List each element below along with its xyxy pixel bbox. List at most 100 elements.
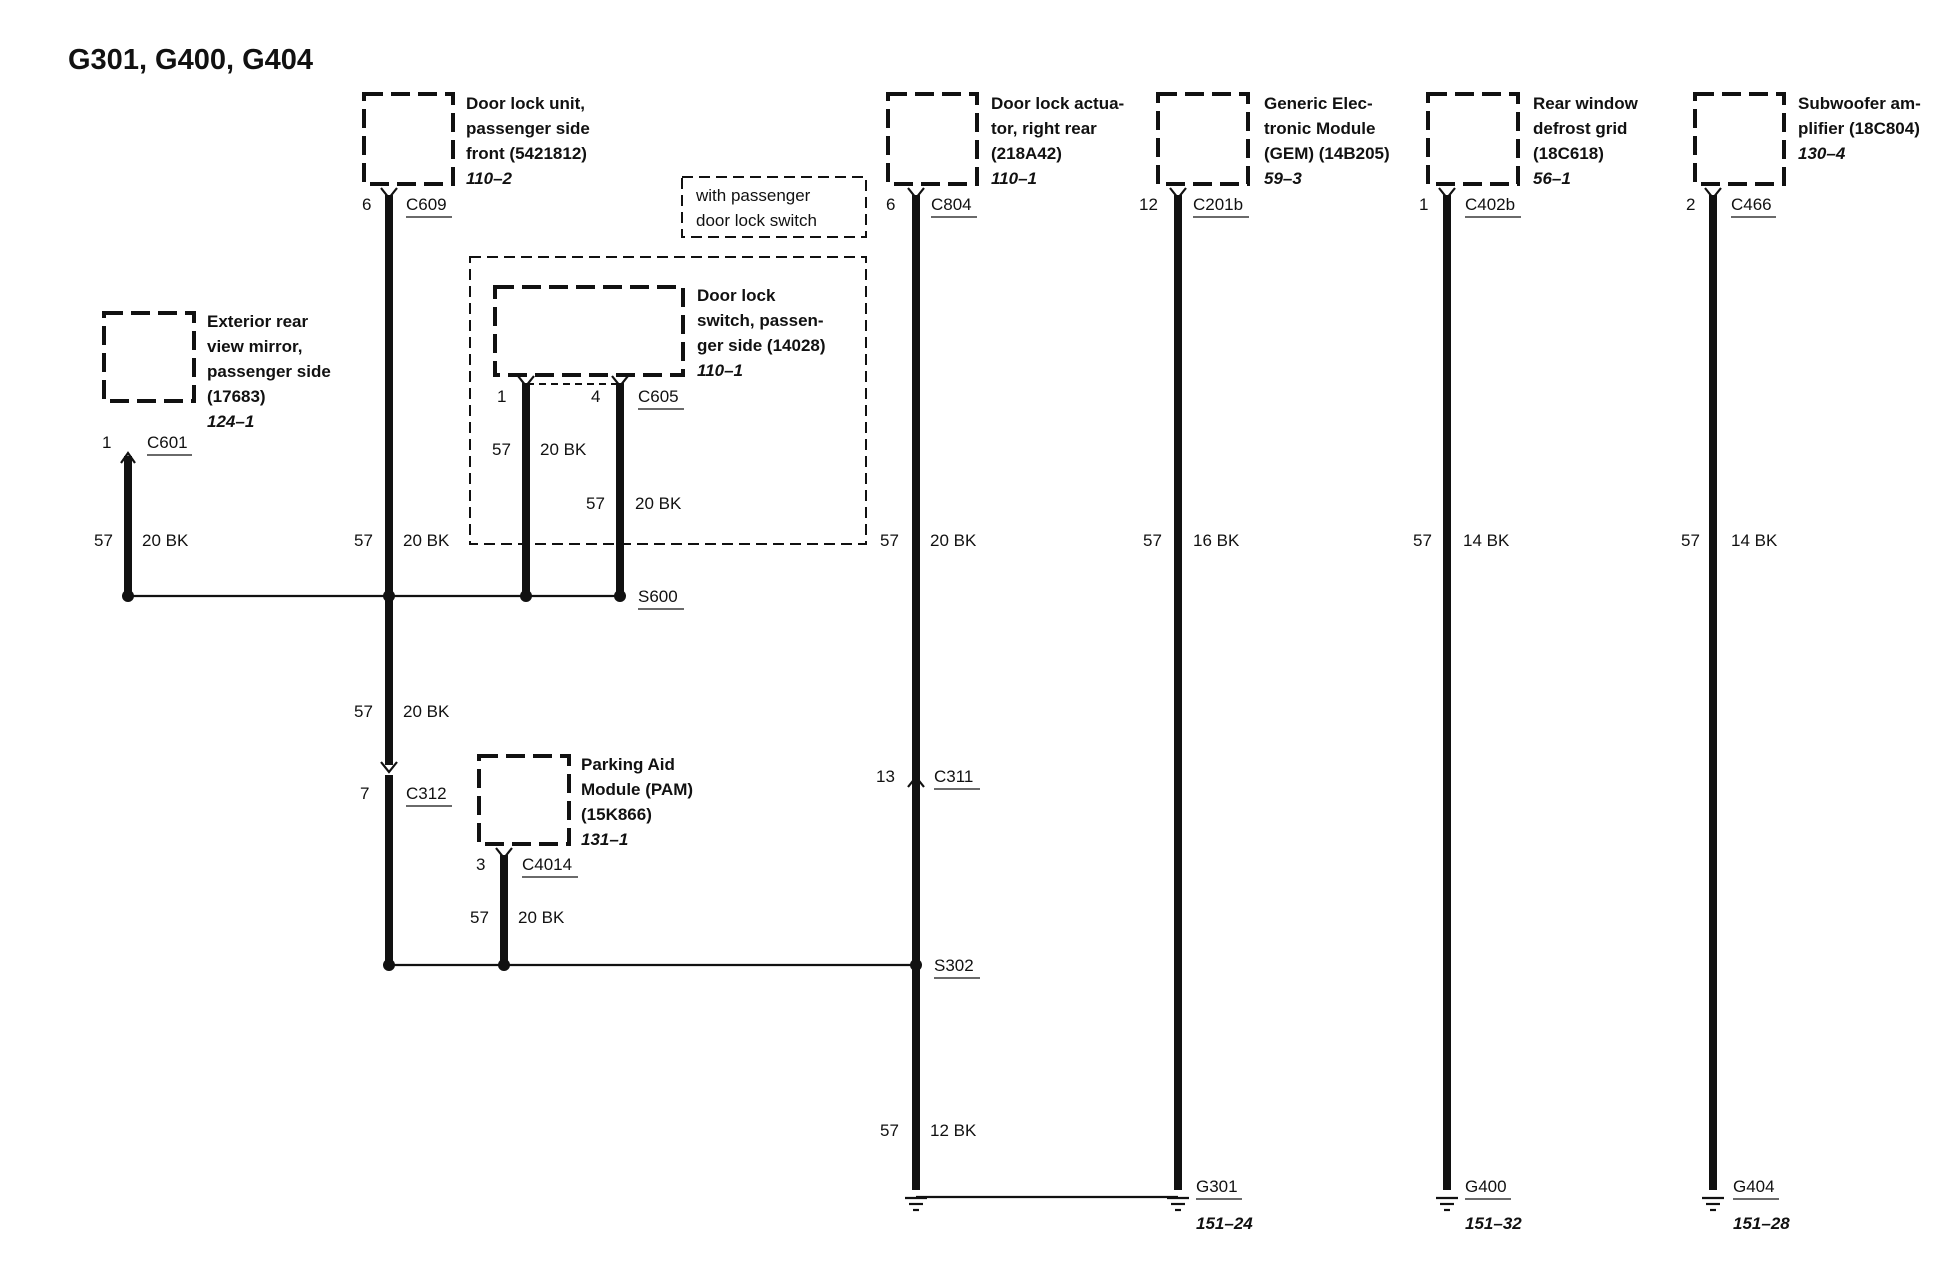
defrost-label-3: (18C618): [1533, 144, 1604, 163]
mirror-circuit: 57: [94, 531, 113, 550]
mirror-pin: 1: [102, 433, 111, 452]
gem-connector: C201b: [1193, 195, 1243, 214]
s302-node-pam: [498, 959, 510, 971]
defrost-wire-size: 14 BK: [1463, 531, 1510, 550]
mirror-connector: C601: [147, 433, 188, 452]
gem-circuit: 57: [1143, 531, 1162, 550]
lock-switch-circuit-b: 57: [586, 494, 605, 513]
gem-label-2: tronic Module: [1264, 119, 1375, 138]
lower-mid-circuit: 57: [880, 1121, 899, 1140]
c312-pin: 7: [360, 784, 369, 803]
gem-wire-size: 16 BK: [1193, 531, 1240, 550]
s600-node-door-lock: [383, 590, 395, 602]
lock-switch-label-3: ger side (14028): [697, 336, 826, 355]
gem-ref: 59–3: [1264, 169, 1302, 188]
lock-switch-ref: 110–1: [697, 361, 743, 380]
mirror-label-2: view mirror,: [207, 337, 302, 356]
lock-switch-wire-size-a: 20 BK: [540, 440, 587, 459]
diagram-title: G301, G400, G404: [68, 44, 313, 76]
mirror-label-4: (17683): [207, 387, 266, 406]
subwoofer-connector: C466: [1731, 195, 1772, 214]
gem-label-3: (GEM) (14B205): [1264, 144, 1390, 163]
actuator-ref: 110–1: [991, 169, 1037, 188]
lock-switch-label-2: switch, passen-: [697, 311, 824, 330]
door-lock-unit-label-2: passenger side: [466, 119, 590, 138]
optional-note-line1: with passenger: [695, 186, 811, 205]
lock-switch-box: [493, 285, 685, 377]
c312-connector-arrow: [380, 761, 398, 774]
pam-circuit: 57: [470, 908, 489, 927]
g400-label: G400: [1465, 1177, 1507, 1196]
lock-switch-wire-size-b: 20 BK: [635, 494, 682, 513]
defrost-ref: 56–1: [1533, 169, 1571, 188]
defrost-circuit: 57: [1413, 531, 1432, 550]
actuator-circuit: 57: [880, 531, 899, 550]
lock-switch-pin-b: 4: [591, 387, 600, 406]
s600-label: S600: [638, 587, 678, 606]
subwoofer-circuit: 57: [1681, 531, 1700, 550]
s302-label: S302: [934, 956, 974, 975]
c311-connector: C311: [934, 767, 973, 786]
gem-pin: 12: [1139, 195, 1158, 214]
optional-enclosure: [469, 256, 867, 545]
g400-ref: 151–32: [1465, 1214, 1522, 1233]
lock-switch-connector: C605: [638, 387, 679, 406]
c312-connector: C312: [406, 784, 447, 803]
pam-label-1: Parking Aid: [581, 755, 675, 774]
subwoofer-wire-size: 14 BK: [1731, 531, 1778, 550]
actuator-label-2: tor, right rear: [991, 119, 1097, 138]
actuator-connector: C804: [931, 195, 972, 214]
g301-label: G301: [1196, 1177, 1238, 1196]
s302-node-left: [383, 959, 395, 971]
defrost-pin: 1: [1419, 195, 1428, 214]
s600-node-switch-b: [614, 590, 626, 602]
actuator-label-1: Door lock actua-: [991, 94, 1124, 113]
gem-box: [1156, 92, 1250, 186]
lower-mid-wire-size: 12 BK: [930, 1121, 977, 1140]
gem-label-1: Generic Elec-: [1264, 94, 1373, 113]
lower-left-wire-size: 20 BK: [403, 702, 450, 721]
ground-symbol-g400: [1436, 1196, 1458, 1212]
pam-connector: C4014: [522, 855, 572, 874]
pam-pin: 3: [476, 855, 485, 874]
lock-switch-pin-a: 1: [497, 387, 506, 406]
mirror-wire-size: 20 BK: [142, 531, 189, 550]
c311-connector-arrow: [907, 775, 925, 788]
defrost-connector: C402b: [1465, 195, 1515, 214]
ground-symbol-actuator: [905, 1196, 927, 1212]
ground-symbol-g404: [1702, 1196, 1724, 1212]
actuator-pin: 6: [886, 195, 895, 214]
door-lock-unit-label-1: Door lock unit,: [466, 94, 585, 113]
s600-node-mirror: [122, 590, 134, 602]
mirror-label-1: Exterior rear: [207, 312, 308, 331]
c311-pin: 13: [876, 767, 895, 786]
mirror-component-box: [102, 311, 196, 403]
lower-left-circuit: 57: [354, 702, 373, 721]
pam-wire-size: 20 BK: [518, 908, 565, 927]
door-lock-unit-wire-size: 20 BK: [403, 531, 450, 550]
defrost-label-2: defrost grid: [1533, 119, 1627, 138]
lock-switch-circuit-a: 57: [492, 440, 511, 459]
pam-label-3: (15K866): [581, 805, 652, 824]
s600-node-switch-a: [520, 590, 532, 602]
lock-switch-label-1: Door lock: [697, 286, 776, 305]
mirror-connector-arrow: [120, 451, 136, 464]
g404-ref: 151–28: [1733, 1214, 1790, 1233]
subwoofer-label-1: Subwoofer am-: [1798, 94, 1921, 113]
mirror-label-3: passenger side: [207, 362, 331, 381]
actuator-label-3: (218A42): [991, 144, 1062, 163]
pam-label-2: Module (PAM): [581, 780, 693, 799]
actuator-box: [886, 92, 979, 186]
subwoofer-pin: 2: [1686, 195, 1695, 214]
defrost-box: [1426, 92, 1520, 186]
defrost-label-1: Rear window: [1533, 94, 1639, 113]
ground-symbol-g301: [1167, 1196, 1189, 1212]
door-lock-unit-circuit: 57: [354, 531, 373, 550]
door-lock-unit-ref: 110–2: [466, 169, 513, 188]
g301-ref: 151–24: [1196, 1214, 1253, 1233]
actuator-wire-size: 20 BK: [930, 531, 977, 550]
subwoofer-label-2: plifier (18C804): [1798, 119, 1920, 138]
mirror-ref: 124–1: [207, 412, 254, 431]
subwoofer-ref: 130–4: [1798, 144, 1846, 163]
